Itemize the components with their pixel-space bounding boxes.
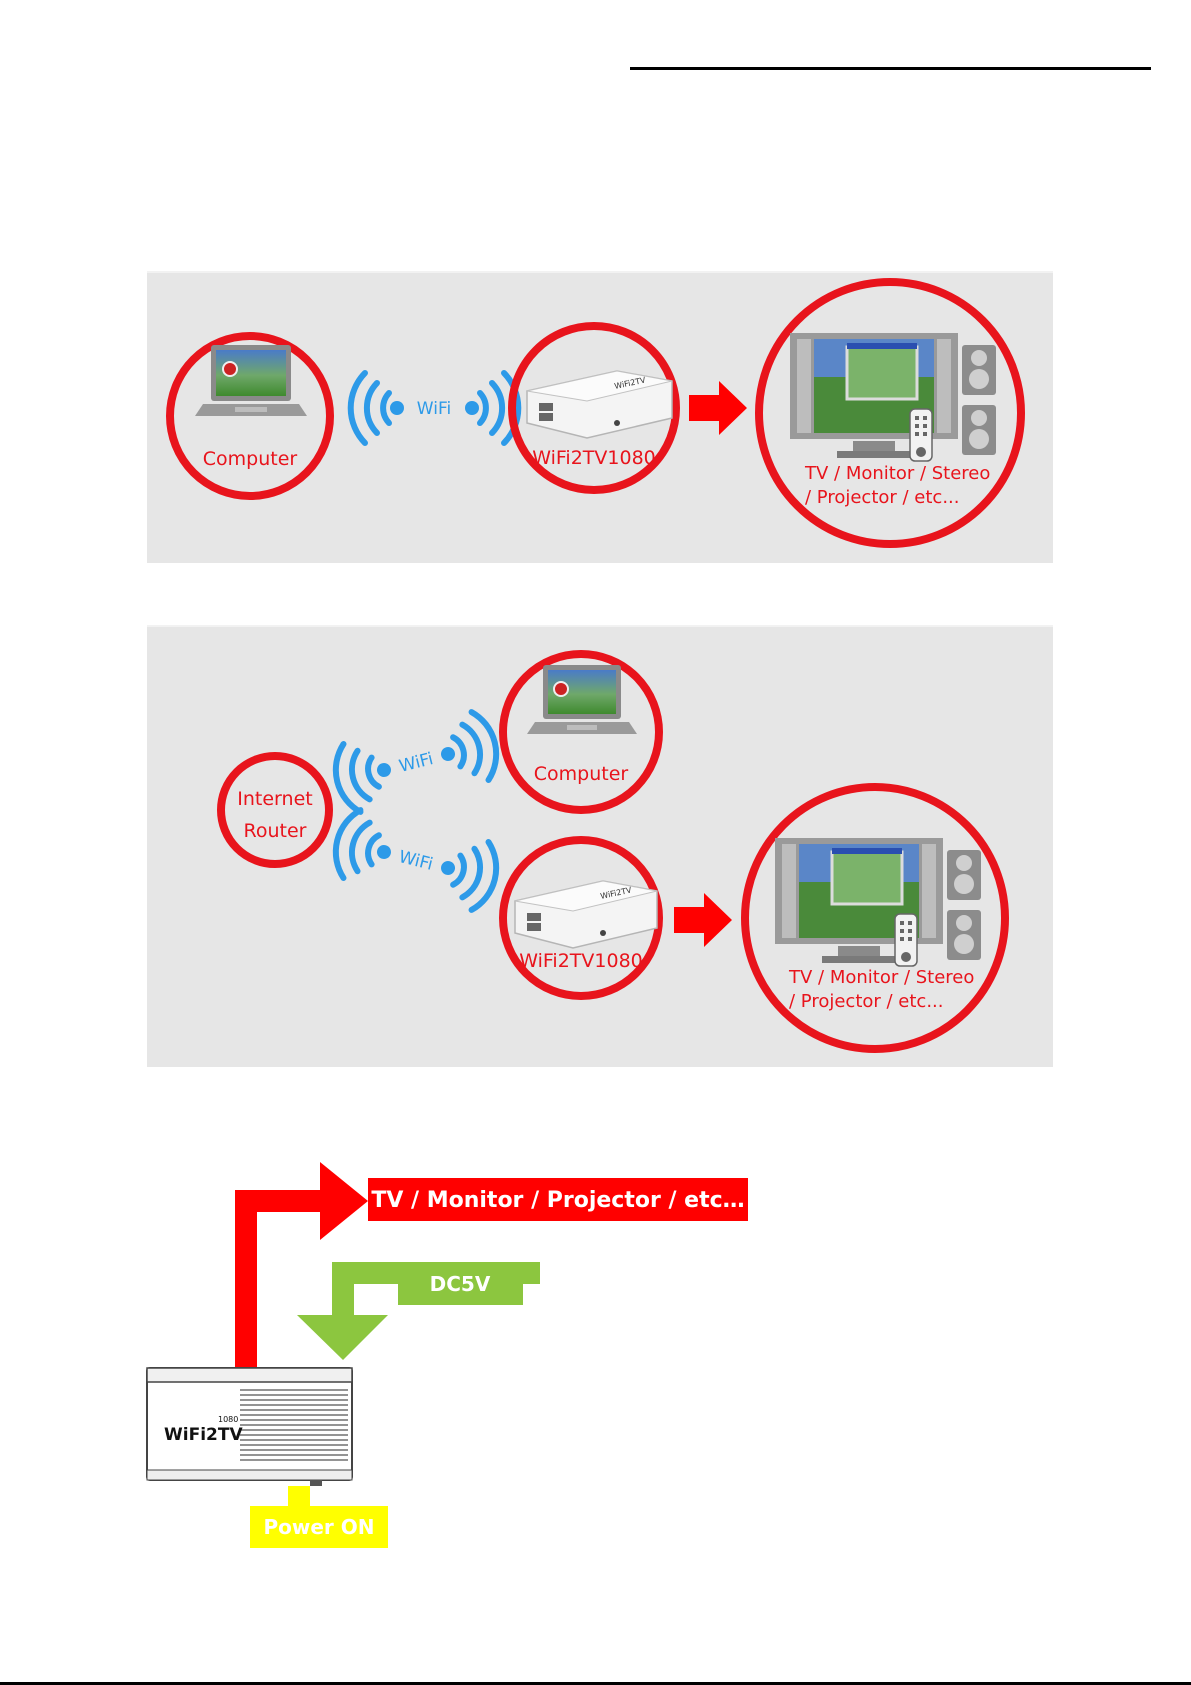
wifi-signal-icon-top: WiFi	[329, 708, 503, 815]
wifi-dot	[390, 401, 404, 415]
display-label-line2: / Projector / etc...	[789, 991, 944, 1012]
display-label-line1: TV / Monitor / Stereo	[788, 967, 974, 988]
wifi-label-top: WiFi	[397, 749, 435, 777]
wifi-signal-icon-bottom: WiFi	[329, 806, 503, 913]
power-input-banner: DC5V	[398, 1262, 523, 1305]
device-ports-diagram: TV / Monitor / Projector / etc… DC5V	[140, 1150, 780, 1560]
tv-monitor-icon	[790, 333, 958, 458]
remote-control-icon	[895, 914, 917, 966]
wifi2tv-device-node: WiFi2TV WiFi2TV1080	[503, 840, 659, 996]
speaker-icon	[962, 345, 996, 455]
device-label: WiFi2TV1080	[532, 447, 656, 469]
computer-node: Computer	[503, 654, 659, 810]
wifi2tv-device-node: WiFi2TV WiFi2TV1080	[512, 326, 676, 490]
display-label-line2: / Projector / etc...	[805, 487, 960, 508]
device-logo-text: WiFi2TV	[164, 1425, 243, 1445]
output-banner: TV / Monitor / Projector / etc…	[368, 1178, 748, 1221]
speaker-icon	[947, 850, 981, 960]
computer-label: Computer	[203, 448, 298, 470]
display-node: TV / Monitor / Stereo / Projector / etc.…	[745, 787, 1005, 1049]
header-rule	[630, 67, 1151, 70]
router-connection-diagram: Internet Router WiFi	[147, 625, 1053, 1067]
output-arrow-icon	[674, 893, 732, 947]
wifi-label-bottom: WiFi	[397, 847, 435, 875]
router-label-line2: Router	[244, 820, 307, 842]
display-node: TV / Monitor / Stereo / Projector / etc.…	[759, 282, 1021, 544]
laptop-icon	[527, 665, 637, 734]
output-arrow-icon	[689, 381, 747, 435]
power-button-callout: Power ON	[250, 1486, 388, 1548]
router-node: Internet Router	[221, 756, 329, 864]
power-button-label: Power ON	[263, 1515, 374, 1539]
wifi-label: WiFi	[417, 399, 451, 419]
computer-node: Computer	[170, 336, 330, 496]
device-label: WiFi2TV1080	[519, 950, 643, 972]
remote-control-icon	[910, 409, 932, 461]
computer-label: Computer	[534, 763, 629, 785]
output-label: TV / Monitor / Projector / etc…	[371, 1188, 744, 1213]
wifi2tv-device-front-icon: WiFi2TV 1080	[147, 1368, 352, 1486]
wifi2tv-device-icon: WiFi2TV	[527, 371, 672, 438]
wifi-dot	[465, 401, 479, 415]
laptop-icon	[195, 345, 307, 416]
power-input-label: DC5V	[430, 1272, 491, 1296]
device-logo-sub: 1080	[218, 1415, 238, 1424]
direct-connection-diagram: Computer WiFi WiFi2TV WiFi2TV108	[147, 271, 1053, 563]
wifi2tv-device-icon: WiFi2TV	[515, 881, 657, 948]
display-label-line1: TV / Monitor / Stereo	[804, 463, 990, 484]
tv-monitor-icon	[775, 838, 943, 963]
router-label-line1: Internet	[237, 788, 312, 810]
